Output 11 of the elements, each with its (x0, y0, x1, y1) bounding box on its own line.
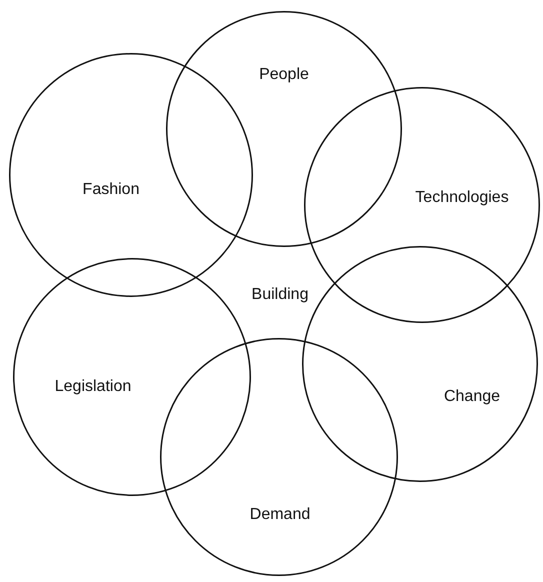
circle-node (13, 258, 251, 496)
circle-node (160, 338, 398, 576)
node-label: Change (444, 388, 500, 406)
center-label: Building (252, 286, 308, 304)
node-label: Technologies (415, 189, 509, 207)
node-label: Legislation (54, 378, 132, 396)
circle-node (9, 53, 253, 297)
circle-node (166, 11, 402, 247)
node-label: Fashion (82, 181, 140, 199)
node-label: Demand (250, 506, 310, 524)
node-label: People (259, 66, 309, 84)
